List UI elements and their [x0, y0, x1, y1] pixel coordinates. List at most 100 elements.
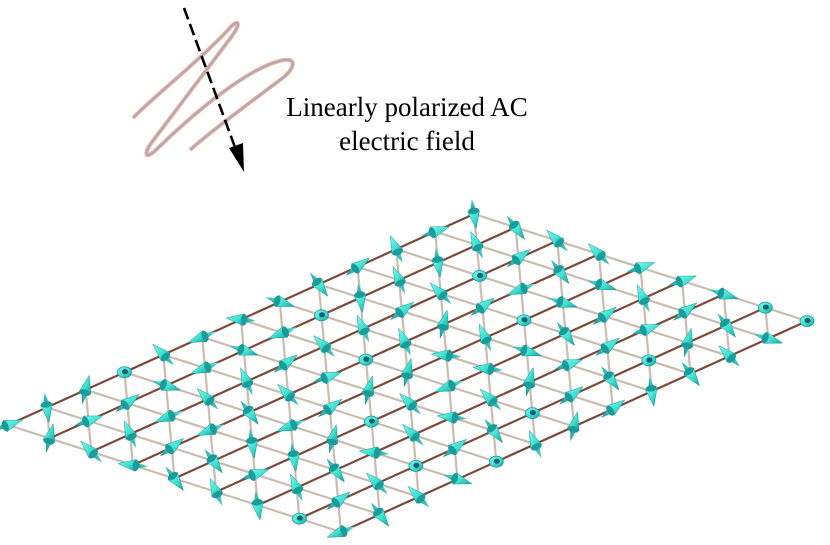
spin-arrow-icon [353, 282, 367, 314]
spin-arrow-icon [40, 392, 53, 424]
field-label: Linearly polarized AC electric field [262, 90, 552, 158]
spin-arrow-icon [479, 388, 502, 411]
spin-arrow-icon [251, 490, 264, 521]
spin-arrow-icon [472, 270, 487, 282]
wave-inner-stroke [132, 22, 294, 156]
spin-arrow-icon [187, 329, 217, 343]
spin-arrow-icon [287, 441, 300, 473]
spin-arrow-icon [546, 229, 568, 252]
spin-arrow-icon [506, 248, 532, 268]
spin-arrow-icon [443, 472, 473, 485]
spin-arrow-icon [470, 297, 496, 316]
spin-arrow-icon [78, 374, 92, 405]
spin-arrow-icon [421, 226, 451, 239]
spin-arrow-icon [522, 366, 535, 397]
spin-arrow-icon [370, 502, 390, 528]
spin-arrow-icon [195, 422, 225, 436]
spin-arrow-icon [528, 429, 543, 458]
spin-arrow-icon [209, 477, 224, 506]
spin-arrow-icon [506, 282, 536, 295]
spin-arrow-icon [309, 272, 329, 297]
spin-arrow-icon [601, 366, 620, 391]
spin-arrow-icon [240, 366, 254, 396]
spin-arrow-icon [326, 524, 355, 538]
spin-arrow-icon [799, 315, 815, 327]
spin-arrow-icon [551, 259, 570, 285]
spin-arrow-icon [408, 459, 424, 472]
lattice-bond-diagonal [448, 385, 453, 419]
spin-arrow-icon [718, 345, 740, 367]
spin-arrow-icon [442, 438, 468, 458]
spin-arrow-icon [117, 459, 148, 472]
spin-arrow-icon [154, 409, 183, 423]
spin-arrow-icon [42, 423, 55, 453]
spin-arrow-icon [196, 387, 219, 410]
propagation-arrowhead [229, 143, 244, 172]
spin-arrow-icon [389, 234, 404, 263]
spin-arrow-icon [478, 323, 493, 352]
spin-arrow-icon [361, 375, 375, 406]
spin-arrow-icon [152, 343, 174, 366]
spin-arrow-icon [472, 362, 503, 376]
spin-arrow-icon [626, 262, 656, 275]
spin-arrow-icon [290, 473, 304, 502]
spin-arrow-icon [313, 335, 335, 357]
spin-arrow-icon [567, 411, 580, 442]
spin-arrow-icon [399, 392, 421, 415]
spin-arrow-icon [587, 242, 610, 265]
spin-arrow-icon [429, 282, 452, 305]
spin-arrow-icon [592, 306, 618, 325]
lattice-bond-diagonal [167, 415, 173, 449]
spin-arrow-icon [0, 419, 23, 433]
spin-arrow-icon [587, 278, 617, 291]
spin-arrow-icon [312, 372, 342, 385]
spin-arrow-icon [364, 415, 379, 428]
spin-arrow-icon [345, 257, 371, 276]
spin-arrow-icon [467, 199, 480, 230]
spin-arrow-icon [265, 294, 295, 307]
spin-arrow-icon [631, 324, 661, 337]
spin-arrow-icon [317, 398, 343, 418]
spin-arrow-icon [240, 469, 270, 482]
spin-arrow-icon [434, 379, 464, 393]
lattice-bond-diagonal [600, 284, 606, 318]
spin-arrow-icon [488, 455, 504, 468]
spin-arrow-icon [672, 302, 698, 321]
spin-arrow-icon [398, 327, 412, 356]
spin-arrow-icon [524, 407, 540, 420]
spin-arrow-icon [668, 275, 698, 288]
spin-arrow-icon [115, 393, 140, 413]
spin-arrow-icon [204, 448, 223, 474]
spin-arrow-icon [276, 418, 305, 432]
lattice-bond-diagonal [281, 331, 287, 365]
spin-arrow-icon [470, 230, 484, 259]
field-label-line-2: electric field [339, 126, 475, 156]
spin-arrow-icon [326, 458, 345, 483]
spin-arrow-icon [717, 313, 736, 338]
spin-arrow-icon [516, 314, 532, 327]
spin-arrow-icon [365, 472, 388, 495]
spin-arrow-icon [325, 423, 338, 454]
spin-arrow-icon [757, 301, 773, 314]
spin-arrow-icon [431, 247, 444, 279]
spin-arrow-icon [636, 284, 651, 313]
spin-arrow-icon [641, 354, 657, 367]
spin-arrow-icon [680, 327, 694, 358]
sinusoidal-wave-icon [131, 20, 295, 158]
spin-arrow-icon [709, 287, 739, 300]
spin-arrow-icon [407, 485, 430, 508]
spin-arrow-icon [600, 399, 626, 418]
spin-arrow-icon [548, 295, 578, 308]
spin-arrow-icon [430, 349, 462, 363]
spin-arrow-icon [484, 418, 503, 444]
spin-arrow-icon [644, 376, 658, 407]
spin-arrow-icon [225, 313, 256, 327]
spin-arrow-icon [117, 366, 132, 379]
spin-arrow-icon [392, 265, 407, 294]
propagation-axis [182, 7, 238, 151]
spin-arrow-icon [165, 466, 184, 492]
spin-arrow-icon [190, 360, 219, 374]
spin-arrow-icon [229, 343, 259, 356]
